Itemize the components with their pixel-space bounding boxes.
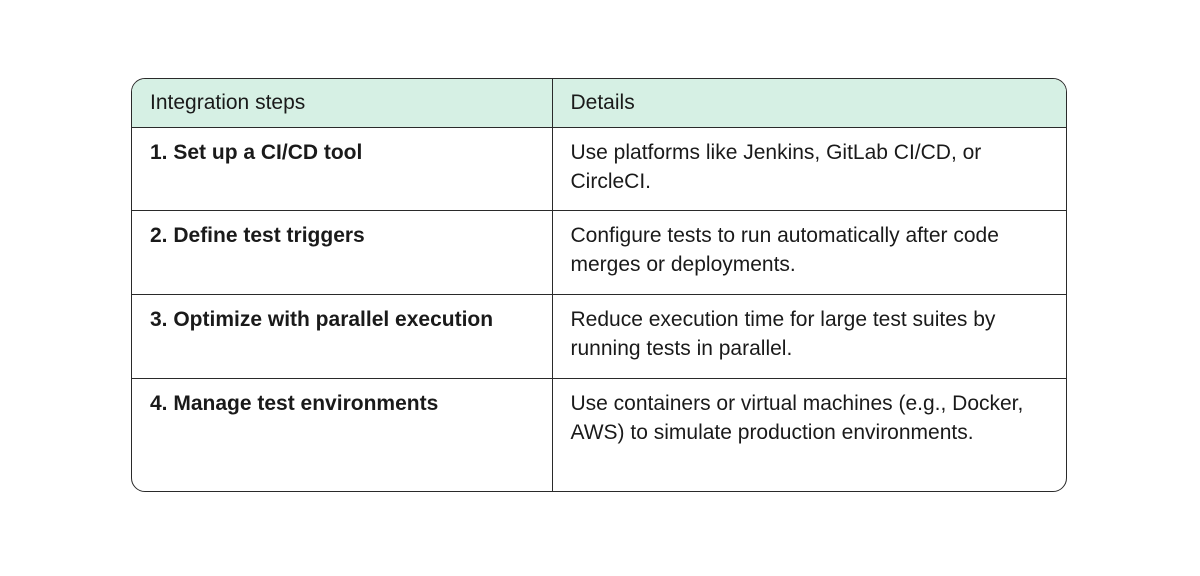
table-row: 1. Set up a CI/CD tool Use platforms lik…: [132, 127, 1066, 211]
table: Integration steps Details 1. Set up a CI…: [132, 79, 1066, 491]
details-cell: Reduce execution time for large test sui…: [552, 294, 1066, 379]
step-cell: 3. Optimize with parallel execution: [132, 294, 553, 379]
header-details: Details: [552, 79, 1066, 128]
table-row: 4. Manage test environments Use containe…: [132, 378, 1066, 491]
integration-steps-table: Integration steps Details 1. Set up a CI…: [131, 78, 1067, 492]
details-cell: Configure tests to run automatically aft…: [552, 210, 1066, 295]
table-header: Integration steps Details: [132, 79, 1066, 128]
table-row: 3. Optimize with parallel execution Redu…: [132, 294, 1066, 379]
table-row: 2. Define test triggers Configure tests …: [132, 210, 1066, 295]
header-integration-steps: Integration steps: [132, 79, 553, 128]
header-row: Integration steps Details: [132, 79, 1066, 128]
details-cell: Use platforms like Jenkins, GitLab CI/CD…: [552, 127, 1066, 211]
table-body: 1. Set up a CI/CD tool Use platforms lik…: [132, 127, 1066, 491]
step-cell: 1. Set up a CI/CD tool: [132, 127, 553, 211]
step-cell: 4. Manage test environments: [132, 378, 553, 491]
step-cell: 2. Define test triggers: [132, 210, 553, 295]
details-cell: Use containers or virtual machines (e.g.…: [570, 391, 1024, 444]
